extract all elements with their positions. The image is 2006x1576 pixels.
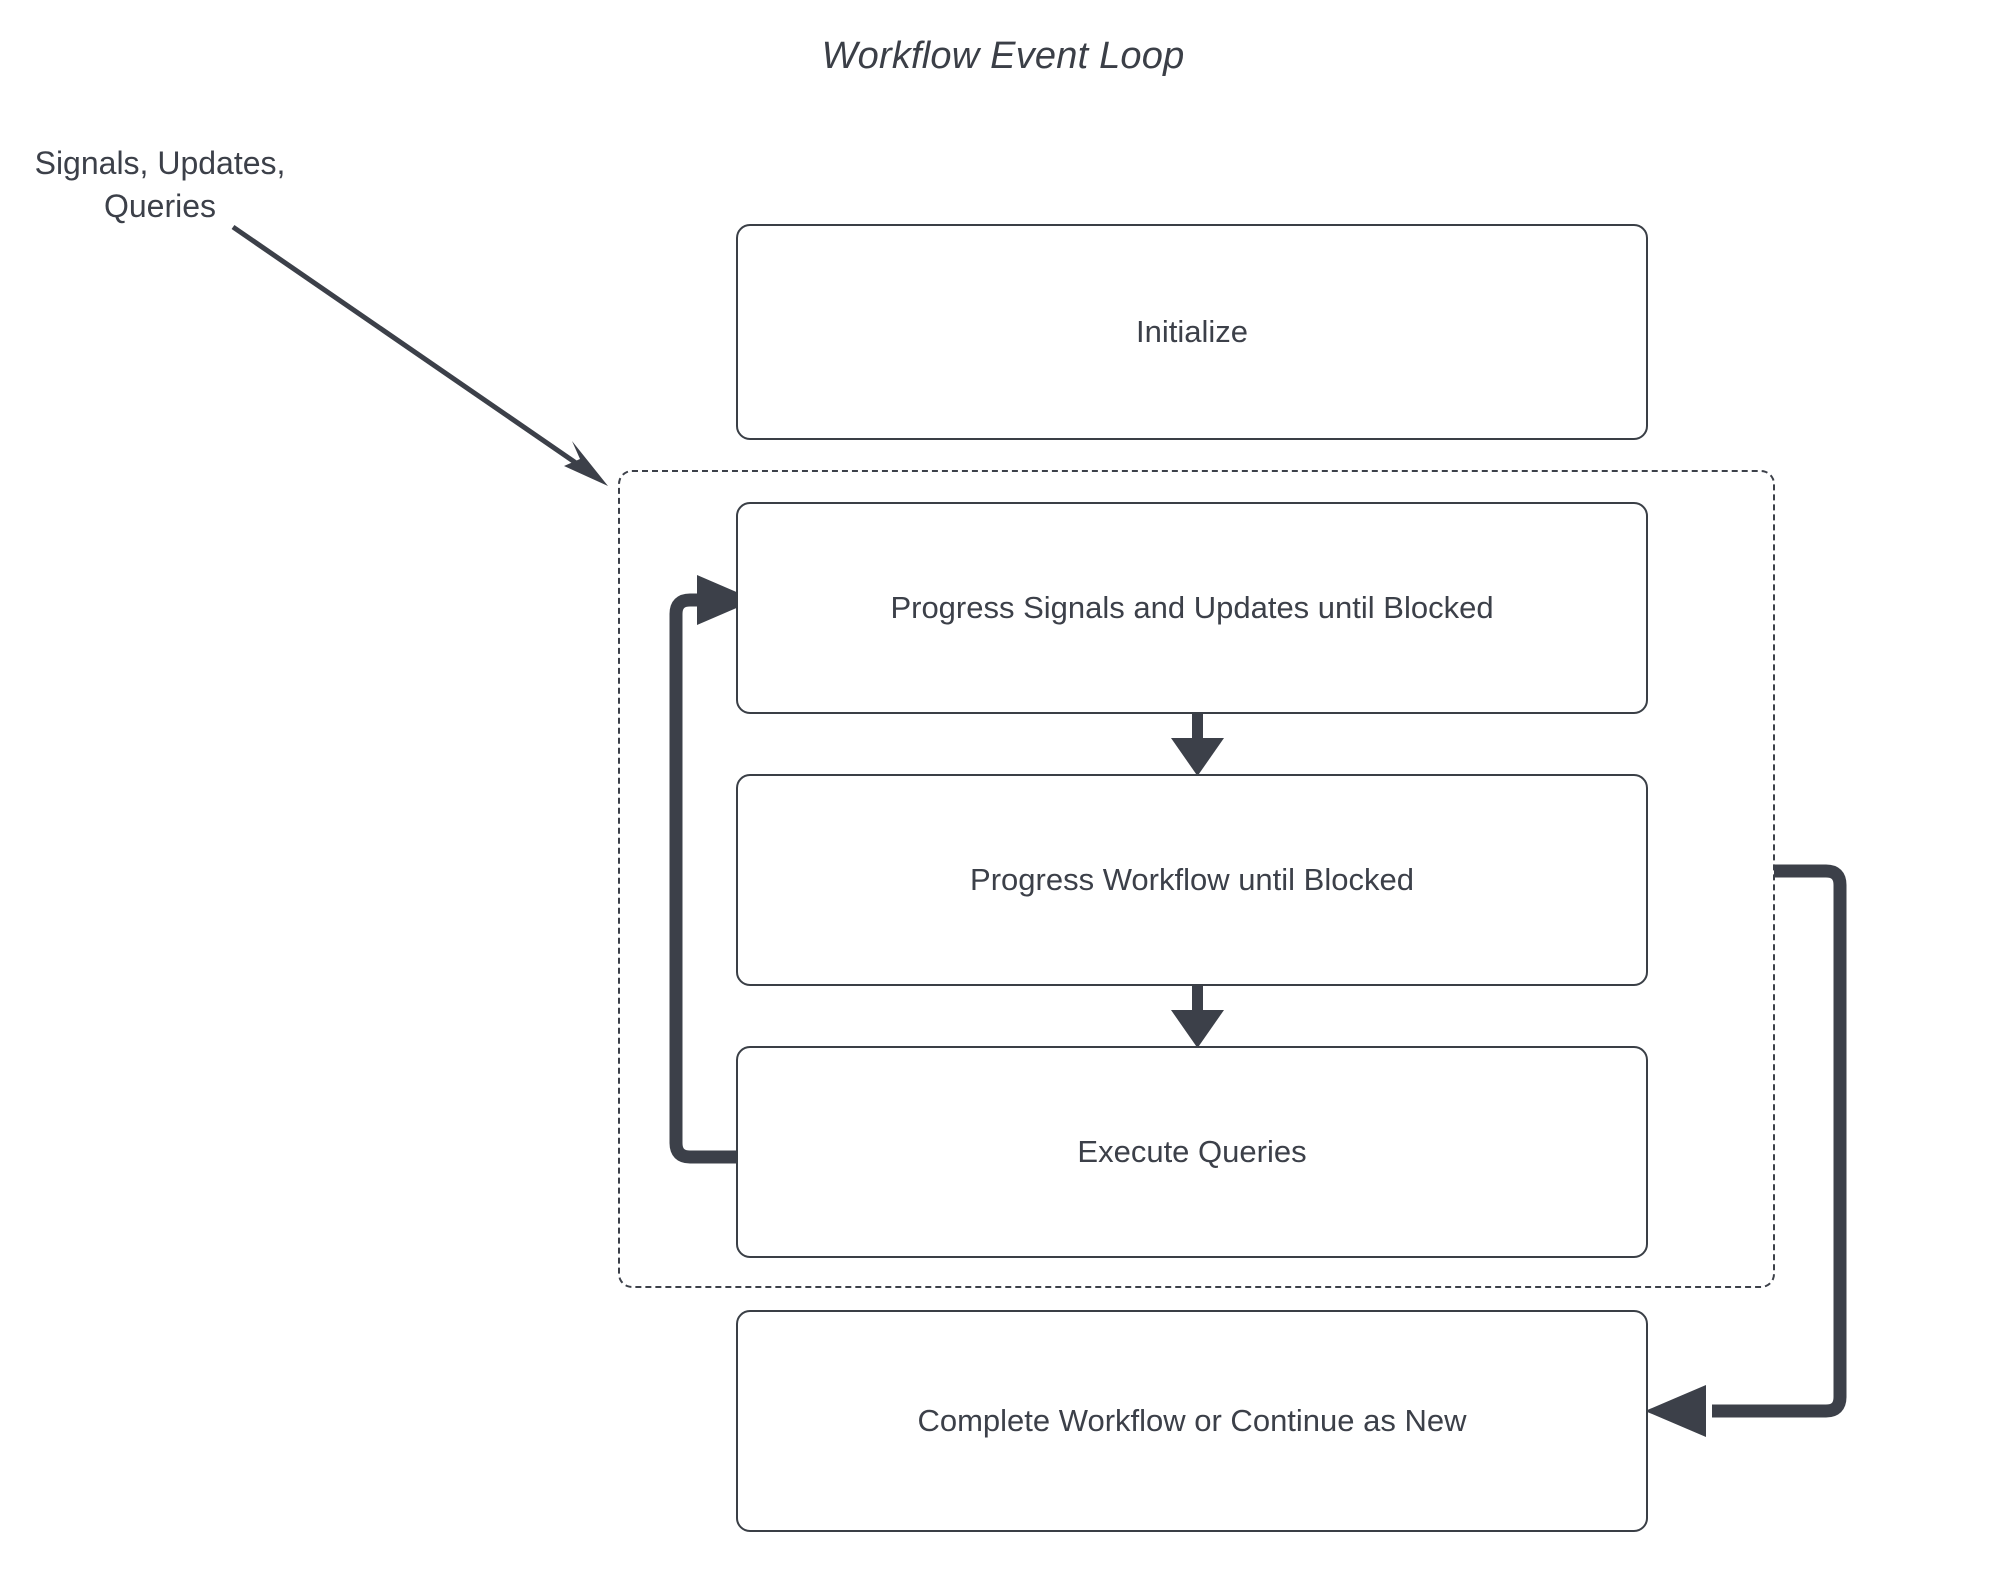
- edge-signals-into-loop: [231, 224, 608, 486]
- node-complete-workflow-label: Complete Workflow or Continue as New: [917, 1403, 1467, 1438]
- node-execute-queries[interactable]: Execute Queries: [736, 1046, 1648, 1258]
- node-execute-queries-label: Execute Queries: [1077, 1134, 1307, 1169]
- node-complete-workflow[interactable]: Complete Workflow or Continue as New: [736, 1310, 1648, 1532]
- external-input-label-line1: Signals, Updates,: [34, 145, 286, 181]
- page-title: Workflow Event Loop: [821, 35, 1185, 77]
- node-initialize-label: Initialize: [1136, 314, 1248, 349]
- node-progress-workflow-label: Progress Workflow until Blocked: [970, 862, 1414, 897]
- external-input-label-line2: Queries: [103, 188, 217, 224]
- node-progress-signals-updates-label: Progress Signals and Updates until Block…: [890, 590, 1494, 625]
- external-input-label: Signals, Updates, Queries: [20, 142, 300, 228]
- node-initialize[interactable]: Initialize: [736, 224, 1648, 440]
- node-progress-workflow[interactable]: Progress Workflow until Blocked: [736, 774, 1648, 986]
- node-progress-signals-updates[interactable]: Progress Signals and Updates until Block…: [736, 502, 1648, 714]
